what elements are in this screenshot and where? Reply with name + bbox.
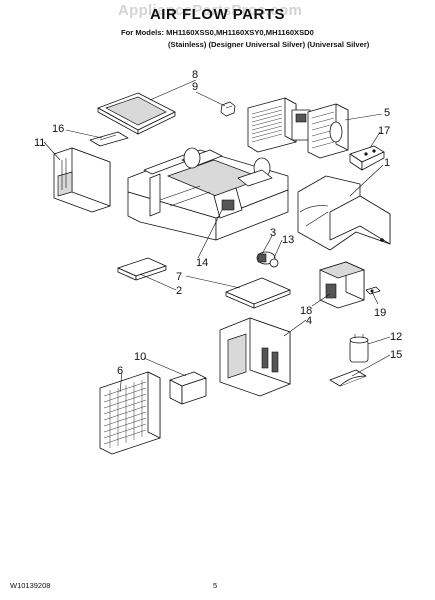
callout-17: 17 [378, 125, 390, 137]
part-3-13-lamp-assembly [256, 251, 279, 268]
callout-19: 19 [374, 307, 386, 319]
callout-3: 3 [270, 227, 276, 239]
callout-8: 8 [192, 69, 198, 81]
callout-16: 16 [52, 123, 64, 135]
callout-6: 6 [117, 365, 123, 377]
part-4-vent-panel [219, 317, 291, 397]
part-19-clip [365, 286, 381, 295]
callout-18: 18 [300, 305, 312, 317]
part-18-transformer [319, 261, 365, 309]
callout-10: 10 [134, 351, 146, 363]
callout-7: 7 [176, 271, 182, 283]
part-8-filter-panel [97, 92, 176, 135]
callout-2: 2 [176, 285, 182, 297]
part-12-capacitor [349, 334, 369, 363]
models-line: For Models: MH1160XSS0,MH1160XSY0,MH1160… [121, 28, 314, 37]
part-1-right-duct [297, 175, 391, 251]
watermark-text: AppliancePartsPros.com [118, 2, 303, 19]
part-15-capacitor-bracket [329, 369, 367, 387]
part-5-blower-motor [247, 97, 349, 159]
part-17-bracket [349, 145, 385, 171]
page-title: AIR FLOW PARTS [149, 6, 286, 23]
document-number: W10139208 [10, 581, 51, 590]
part-10-grille-bracket [169, 371, 207, 405]
callout-9: 9 [192, 81, 198, 93]
callout-15: 15 [390, 349, 402, 361]
callout-1: 1 [384, 157, 390, 169]
finish-line: (Stainless) (Designer Universal Silver) … [168, 40, 370, 49]
part-16-damper [89, 131, 129, 147]
part-11-left-air-guide [53, 147, 111, 213]
part-9-clip [220, 101, 236, 117]
callout-12: 12 [390, 331, 402, 343]
callout-4: 4 [306, 315, 312, 327]
page-number: 5 [213, 581, 218, 590]
callout-13: 13 [282, 234, 294, 246]
callout-5: 5 [384, 107, 390, 119]
part-6-grille [99, 371, 161, 455]
part-2-cover-plate [117, 257, 167, 281]
leader-lines [43, 79, 391, 393]
callout-14: 14 [196, 257, 208, 269]
callout-labels: 8 9 5 17 16 11 1 3 13 14 7 2 18 19 4 12 … [34, 69, 402, 377]
part-7-bottom-plate [225, 277, 291, 309]
callout-11: 11 [34, 137, 45, 149]
main-cavity-frame [127, 147, 289, 241]
